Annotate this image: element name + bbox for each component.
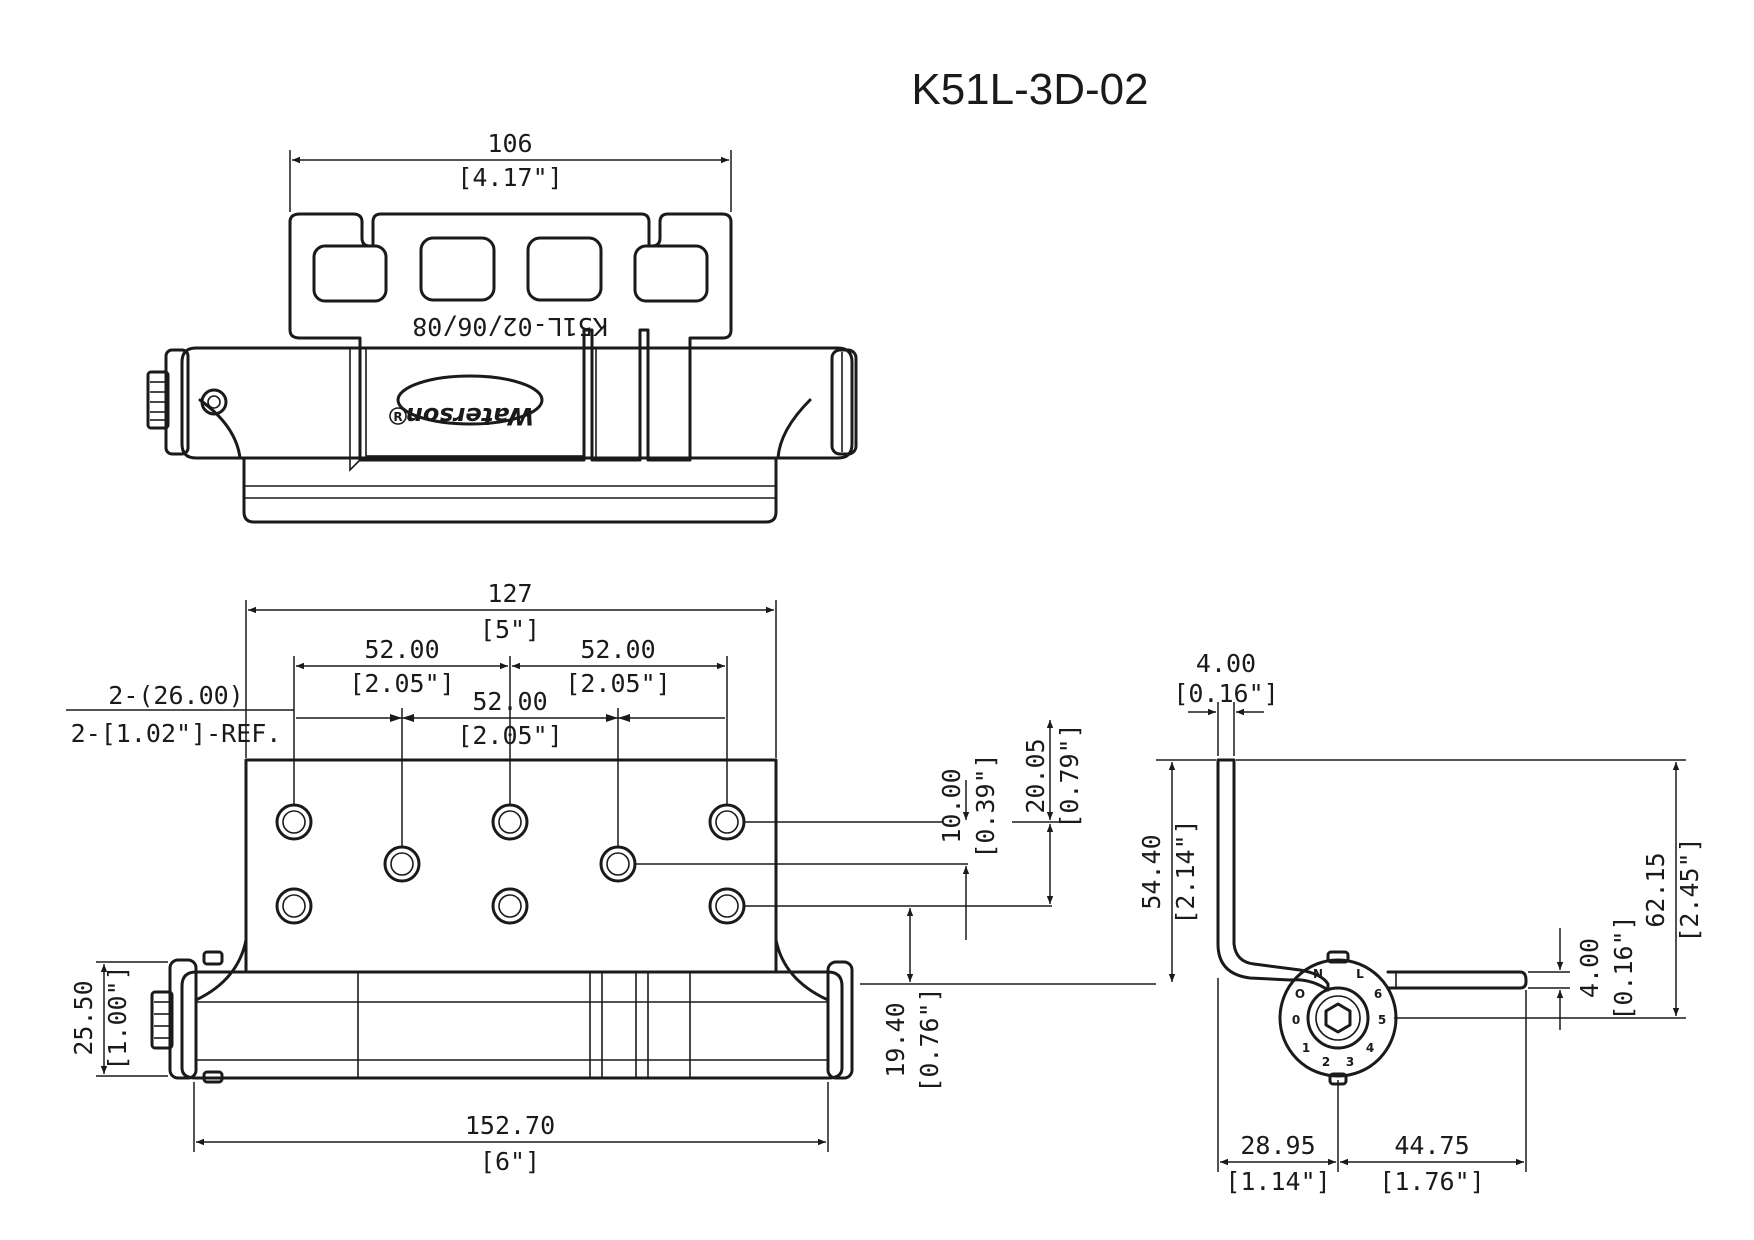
top-logo: Waterson [406,402,534,430]
front-overall-in: [6"] [480,1147,540,1176]
side-thickness-in: [0.16"] [1173,679,1278,708]
side-right-offset-mm: 44.75 [1394,1131,1469,1160]
side-dial-mark-0: 0 [1292,1013,1300,1027]
side-flat-thickness-mm: 4.00 [1575,938,1604,998]
hole [708,887,746,925]
front-hole-offset-mm: 19.40 [881,1002,910,1077]
top-slot-left [312,244,388,303]
hole [491,803,529,841]
top-logo-swoosh [396,374,544,426]
front-pitch-2-in: [2.05"] [565,669,670,698]
side-leaf-height-in: [2.14"] [1171,819,1200,924]
front-leaf-width-mm: 127 [487,579,532,608]
side-leaf-height-mm: 54.40 [1137,834,1166,909]
side-dial-mark-5: 5 [1378,1013,1386,1027]
side-dial-mark-L: L [1356,967,1364,981]
side-right-offset-in: [1.76"] [1379,1167,1484,1196]
side-total-height-in: [2.45"] [1675,837,1704,942]
front-left-end-cap [168,958,198,1080]
front-pitch-2-mm: 52.00 [580,635,655,664]
side-flat-leaf [1386,970,1528,990]
front-pitch-1-in: [2.05"] [349,669,454,698]
top-window-1 [419,236,496,302]
side-leaf-profile [1216,758,1330,992]
front-pitch-3-mm: 52.00 [472,687,547,716]
side-dial-mark-4: 4 [1366,1041,1374,1055]
side-dial-mark-1: 1 [1302,1041,1310,1055]
front-hole-span-in: [0.79"] [1055,723,1084,828]
top-width-mm: 106 [487,129,532,158]
top-view: 106 [4.17"] K51L-02/06/08 [146,129,858,524]
front-knuckle-dia-in: [1.00"] [103,965,132,1070]
hole [708,803,746,841]
front-hole-row-mm: 10.00 [937,768,966,843]
side-dial-mark-6: 6 [1374,987,1382,1001]
front-hole-row-in: [0.39"] [971,753,1000,858]
front-ref-mm: 2-(26.00) [108,681,243,710]
front-hole-offset-in: [0.76"] [915,987,944,1092]
hole [599,845,637,883]
side-left-offset-in: [1.14"] [1225,1167,1330,1196]
front-hole-span-mm: 20.05 [1021,738,1050,813]
hole [383,845,421,883]
front-knuckle-body [180,970,844,1080]
front-pitch-3-in: [2.05"] [457,721,562,750]
top-width-in: [4.17"] [457,163,562,192]
side-left-offset-mm: 28.95 [1240,1131,1315,1160]
front-view: 127 [5"] 52.00 [2.05"] 52.00 [2.05"] 52.… [66,579,1156,1176]
front-knuckle-dia-mm: 25.50 [69,980,98,1055]
front-pitch-1-mm: 52.00 [364,635,439,664]
front-overall-mm: 152.70 [465,1111,555,1140]
front-leaf-width-in: [5"] [480,615,540,644]
side-dial-mark-N: N [1313,967,1323,981]
front-leaf-plate [244,758,778,974]
drawing-title: K51L-3D-02 [911,65,1148,114]
front-ref-in: 2-[1.02"]-REF. [71,719,282,748]
top-right-end-cap [830,348,858,456]
side-dial-mark-O: O [1295,987,1305,1001]
top-registered-mark: R [393,410,402,424]
side-thickness-mm: 4.00 [1196,649,1256,678]
front-right-end-cap [826,960,854,1080]
front-left-plug [150,990,174,1050]
top-plate-marking: K51L-02/06/08 [412,312,608,341]
top-left-plug [146,370,170,430]
top-hex-screw [200,388,228,416]
hole [275,887,313,925]
top-knuckle-body [180,346,854,460]
side-dial-mark-3: 3 [1346,1055,1354,1069]
side-view: 0 1 2 3 4 5 6 L N O 4.00 [0.16"] 54.40 [… [1137,649,1704,1196]
top-slot-right [633,244,709,303]
top-window-2 [526,236,603,302]
side-hex-socket-icon [1324,1002,1352,1034]
hole [491,887,529,925]
side-dial-mark-2: 2 [1322,1055,1330,1069]
top-base-flange [242,456,778,524]
side-flat-thickness-in: [0.16"] [1609,915,1638,1020]
side-total-height-mm: 62.15 [1641,852,1670,927]
hole [275,803,313,841]
